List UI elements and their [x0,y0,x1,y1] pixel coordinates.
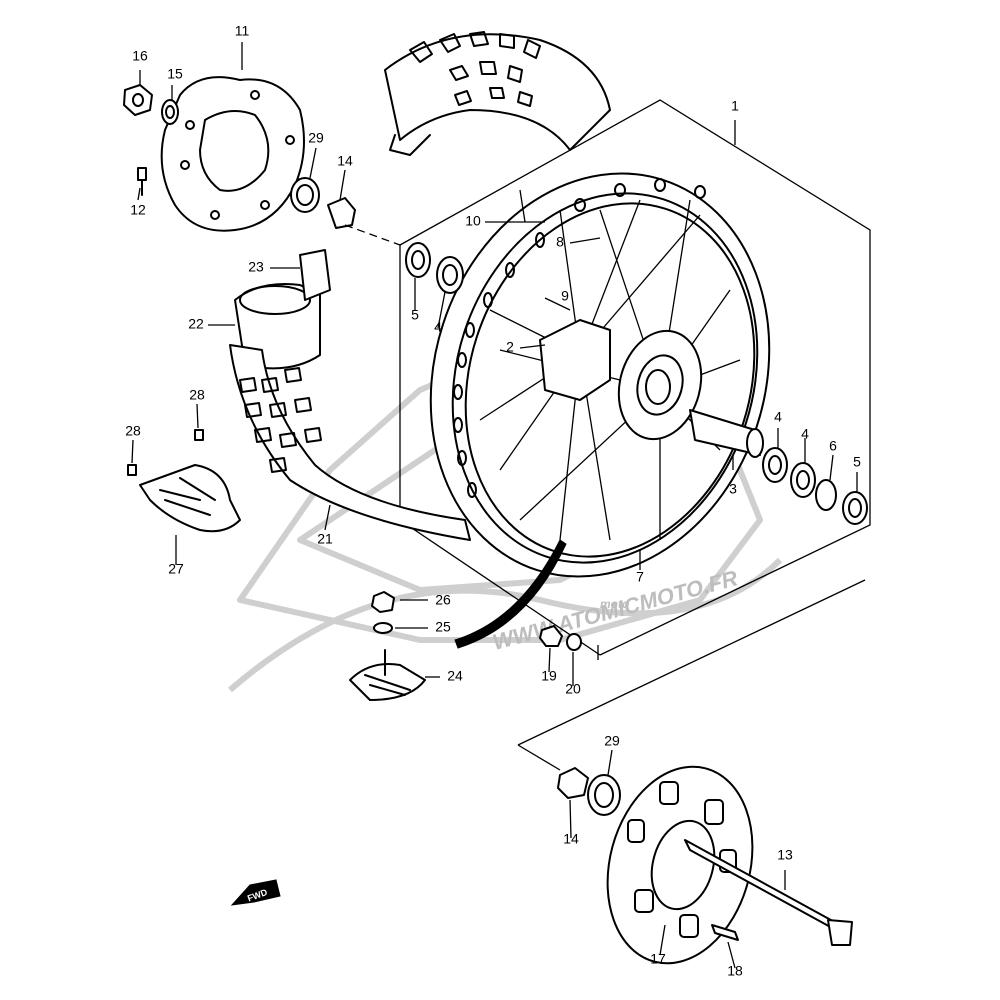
fwd-arrow-icon: FWD [230,879,281,906]
callout-7: 7 [636,569,644,585]
callout-5-right: 5 [853,454,861,470]
callout-15: 15 [167,66,183,82]
washer-25 [373,622,393,634]
sprocket-frame [517,579,866,771]
callout-6: 6 [829,438,837,454]
callout-10: 10 [465,213,481,229]
hub [539,319,703,441]
callout-4-right-b: 4 [801,426,809,442]
callout-25: 25 [435,619,451,635]
callout-8: 8 [556,234,564,250]
left-bearings [405,242,464,294]
bolt-18 [711,924,739,941]
callouts: 1 2 3 4 4 4 5 5 6 7 8 9 10 11 12 13 14 1… [125,23,861,979]
callout-16: 16 [132,48,148,64]
rim-holes [453,178,706,498]
callout-26: 26 [435,592,451,608]
nut-16 [123,84,153,116]
callout-14-top: 14 [337,153,353,169]
washer-15 [161,99,179,125]
bolt-28-a [194,429,204,441]
axle-stub [689,409,764,458]
collar-14-bottom [557,767,589,799]
rim-band [454,539,567,649]
axis-line-top [344,224,401,246]
callout-4-right-a: 4 [774,409,782,425]
callout-24: 24 [447,668,463,684]
callout-21: 21 [317,531,333,547]
callout-1: 1 [731,98,739,114]
sprocket [606,765,754,965]
callout-23: 23 [248,259,264,275]
callout-28-b: 28 [125,423,141,439]
callout-14-bottom: 14 [563,831,579,847]
callout-2: 2 [506,339,514,355]
spacer-29-top [290,177,320,213]
callout-22: 22 [188,316,204,332]
callout-4-left: 4 [434,319,442,335]
callout-12: 12 [130,202,146,218]
bolt-28-b [127,464,137,476]
washer-20 [566,633,582,651]
callout-20: 20 [565,681,581,697]
callout-27: 27 [168,561,184,577]
collar-14-top [327,197,356,229]
brake-disc [160,76,305,232]
callout-18: 18 [727,963,743,979]
watermark-small: moto [600,597,629,611]
right-bearings [762,447,868,525]
callout-3: 3 [729,481,737,497]
callout-29-bottom: 29 [604,733,620,749]
callout-17: 17 [650,951,666,967]
rear-axle [684,839,853,946]
callout-13: 13 [777,847,793,863]
nut-19 [539,625,563,647]
leader-lines [131,42,858,969]
tube [229,249,471,541]
callout-19: 19 [541,668,557,684]
disc-guard [139,464,241,533]
callout-29-top: 29 [308,130,324,146]
rim-lock-24 [349,649,426,701]
bolt-12 [137,167,147,196]
tyre [384,31,611,156]
callout-5-left: 5 [411,307,419,323]
nut-26 [371,591,395,613]
callout-11: 11 [235,23,250,39]
callout-9: 9 [561,288,569,304]
spacer-29-bottom [587,774,621,816]
callout-28-a: 28 [189,387,205,403]
